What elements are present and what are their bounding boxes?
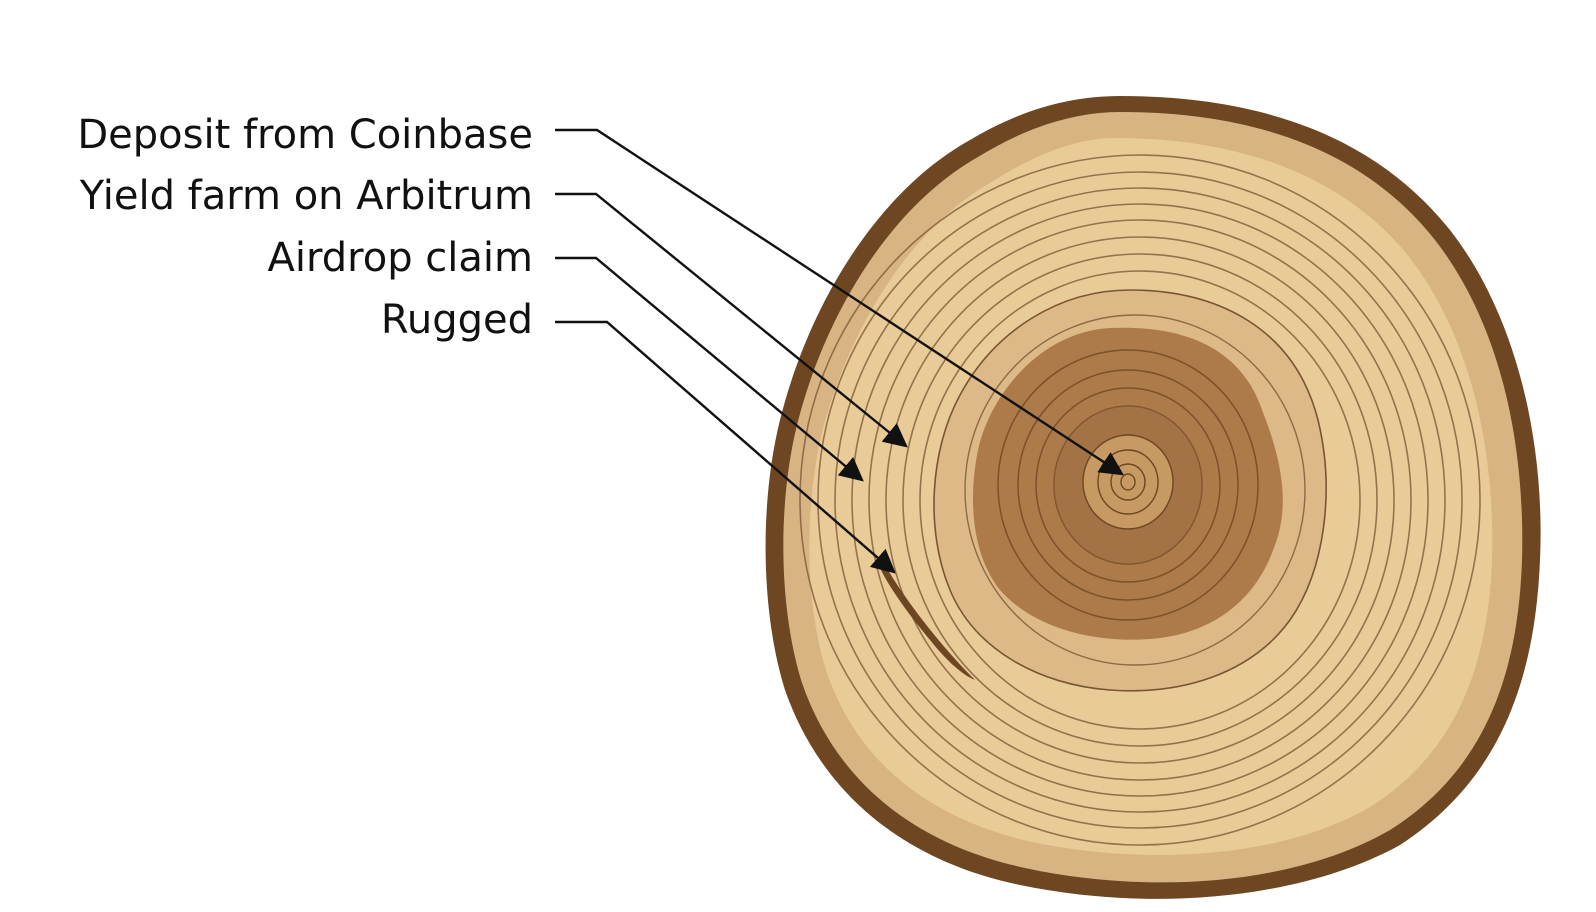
- leader-line-rugged: [555, 320, 896, 574]
- leader-lines: [555, 128, 1125, 574]
- crack-scar: [880, 565, 975, 680]
- label-yield-farm: Yield farm on Arbitrum: [79, 173, 533, 219]
- label-rugged: Rugged: [380, 297, 533, 343]
- leader-line-yield: [555, 192, 908, 448]
- inner-band-line: [964, 314, 1306, 666]
- leader-line-airdrop: [555, 256, 864, 482]
- sapwood-ring-lines: [799, 154, 1481, 846]
- pith-ring-lines: [1082, 434, 1174, 530]
- label-airdrop: Airdrop claim: [267, 235, 533, 281]
- label-deposit: Deposit from Coinbase: [77, 112, 533, 158]
- leader-line-deposit: [555, 128, 1125, 476]
